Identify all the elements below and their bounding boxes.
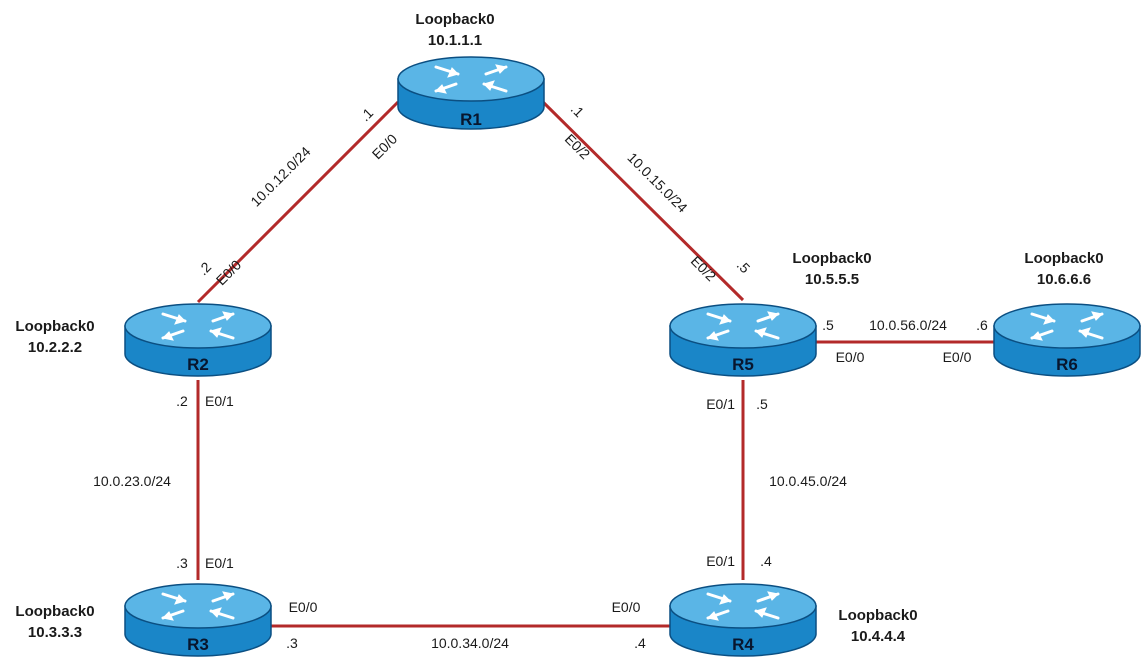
link-labels-r5-r4: 10.0.45.0/24 .5 E0/1 .4 E0/1 <box>706 396 847 569</box>
router-name: R5 <box>732 355 754 374</box>
interface-label: E0/0 <box>289 599 318 615</box>
subnet-label: 10.0.56.0/24 <box>869 317 947 333</box>
loopback-title: Loopback0 <box>838 607 917 624</box>
loopback-title: Loopback0 <box>792 250 871 267</box>
router-name: R2 <box>187 355 209 374</box>
router-r4[interactable]: R4 <box>668 582 818 658</box>
interface-label: E0/1 <box>205 555 234 571</box>
loopback-r4: Loopback0 10.4.4.4 <box>838 607 917 645</box>
loopback-ip: 10.1.1.1 <box>428 32 482 49</box>
host-label: .1 <box>357 105 377 125</box>
link-labels-r5-r6: 10.0.56.0/24 .5 E0/0 .6 E0/0 <box>822 317 988 365</box>
loopback-r2: Loopback0 10.2.2.2 <box>15 318 94 356</box>
loopback-r1: Loopback0 10.1.1.1 <box>415 11 494 49</box>
loopback-title: Loopback0 <box>15 318 94 335</box>
subnet-label: 10.0.45.0/24 <box>769 473 847 489</box>
host-label: .1 <box>568 101 588 121</box>
link-labels-r2-r3: 10.0.23.0/24 .2 E0/1 .3 E0/1 <box>93 393 234 571</box>
subnet-label: 10.0.15.0/24 <box>624 149 691 216</box>
subnet-label: 10.0.34.0/24 <box>431 635 509 651</box>
interface-label: E0/0 <box>612 599 641 615</box>
loopback-title: Loopback0 <box>415 11 494 28</box>
router-name: R6 <box>1056 355 1078 374</box>
host-label: .3 <box>286 635 298 651</box>
loopback-ip: 10.4.4.4 <box>851 628 906 645</box>
router-name: R4 <box>732 635 754 654</box>
host-label: .2 <box>195 259 215 279</box>
loopback-title: Loopback0 <box>1024 250 1103 267</box>
interface-label: E0/0 <box>943 349 972 365</box>
host-label: .6 <box>976 317 988 333</box>
loopback-r6: Loopback0 10.6.6.6 <box>1024 250 1103 288</box>
host-label: .5 <box>734 257 754 277</box>
link-labels-r1-r5: 10.0.15.0/24 .1 E0/2 .5 E0/2 <box>562 101 754 285</box>
interface-label: E0/2 <box>688 253 720 285</box>
router-r6[interactable]: R6 <box>992 302 1142 378</box>
router-r3[interactable]: R3 <box>123 582 273 658</box>
loopback-ip: 10.3.3.3 <box>28 624 82 641</box>
loopback-ip: 10.6.6.6 <box>1037 271 1091 288</box>
interface-label: E0/1 <box>706 396 735 412</box>
link-r1-r2 <box>196 100 400 304</box>
router-r1[interactable]: R1 <box>396 55 546 131</box>
router-name: R1 <box>460 110 482 129</box>
interface-label: E0/0 <box>369 130 401 162</box>
subnet-label: 10.0.23.0/24 <box>93 473 171 489</box>
subnet-label: 10.0.12.0/24 <box>247 143 314 210</box>
host-label: .4 <box>760 553 772 569</box>
router-r2[interactable]: R2 <box>123 302 273 378</box>
interface-label: E0/1 <box>205 393 234 409</box>
router-name: R3 <box>187 635 209 654</box>
loopback-r5: Loopback0 10.5.5.5 <box>792 250 871 288</box>
links <box>196 100 995 628</box>
interface-label: E0/0 <box>836 349 865 365</box>
loopback-r3: Loopback0 10.3.3.3 <box>15 603 94 641</box>
host-label: .2 <box>176 393 188 409</box>
router-r5[interactable]: R5 <box>668 302 818 378</box>
host-label: .3 <box>176 555 188 571</box>
loopback-title: Loopback0 <box>15 603 94 620</box>
host-label: .5 <box>822 317 834 333</box>
link-r1-r5 <box>541 100 745 302</box>
host-label: .5 <box>756 396 768 412</box>
host-label: .4 <box>634 635 646 651</box>
loopback-ip: 10.5.5.5 <box>805 271 859 288</box>
interface-label: E0/2 <box>562 131 594 163</box>
loopback-ip: 10.2.2.2 <box>28 339 82 356</box>
link-labels-r3-r4: 10.0.34.0/24 .3 E0/0 .4 E0/0 <box>286 599 646 651</box>
interface-label: E0/1 <box>706 553 735 569</box>
